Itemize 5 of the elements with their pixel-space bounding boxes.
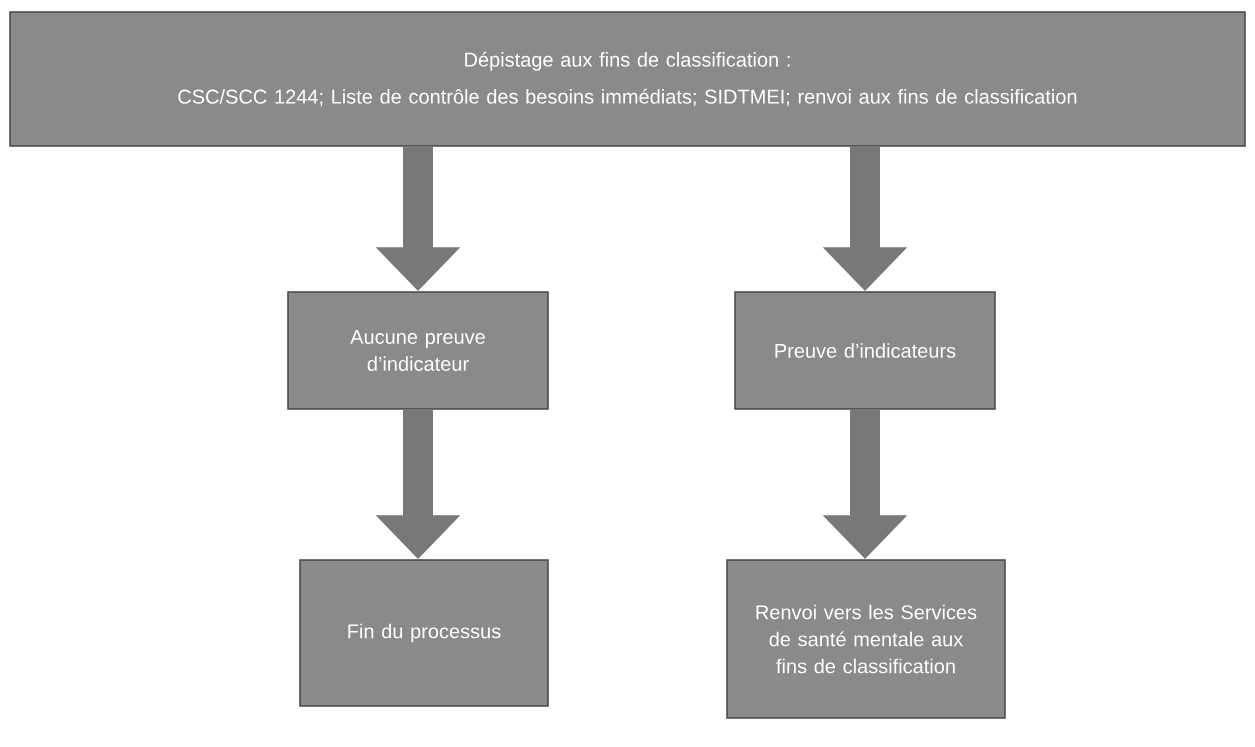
process-box: Dépistage aux fins de classification : CSC/SCC 1244; Liste de contrôle des besoins immédiats; SIDTMEI; renvoi aux fins de classification (9, 11, 1246, 147)
process-box: Fin du processus (299, 559, 549, 707)
process-box: Preuve d’indicateurs (734, 291, 996, 410)
process-box: Renvoi vers les Services de santé mentale aux fins de classification (726, 559, 1006, 719)
process-box: Aucune preuve d’indicateur (287, 291, 549, 410)
